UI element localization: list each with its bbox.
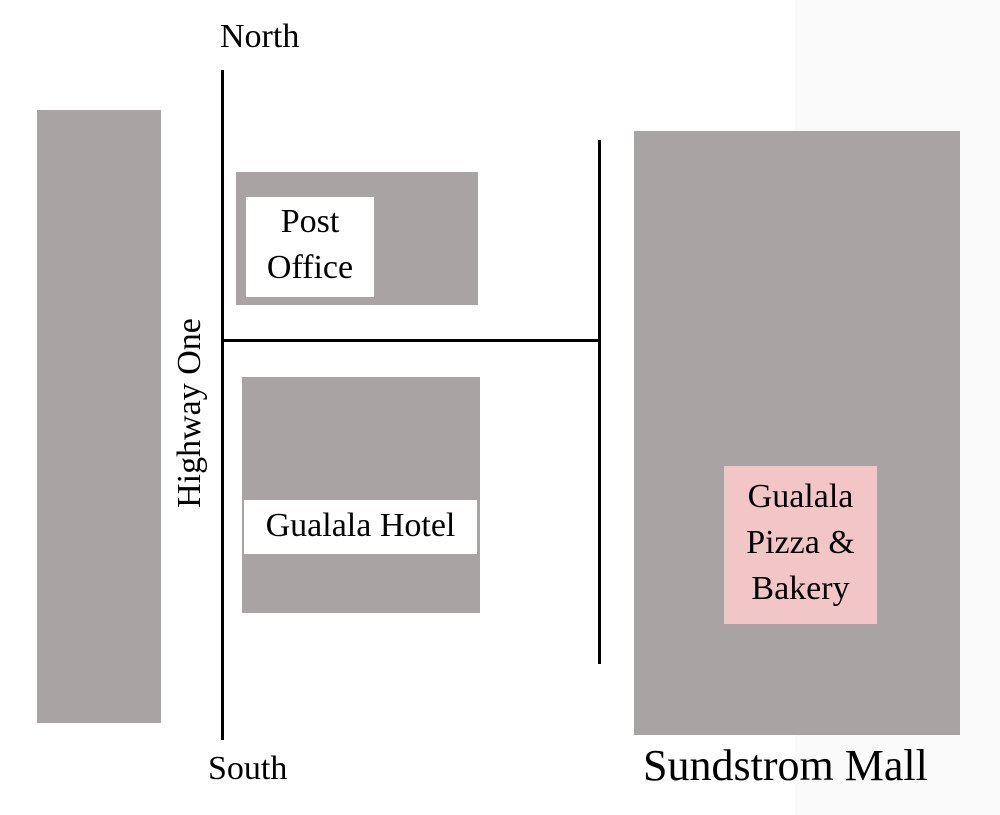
mall-block [634,131,960,735]
pizza-bakery-label: Gualala Pizza & Bakery [724,466,877,624]
post-office-label-line2: Office [266,249,354,286]
south-label: South [208,750,288,787]
hotel-label-text: Gualala Hotel [265,507,456,544]
hotel-label: Gualala Hotel [244,500,477,554]
pizza-bakery-line3: Bakery [751,570,850,607]
west-block [37,110,161,723]
north-label: North [220,18,300,55]
post-office-label-line1: Post [280,203,340,240]
highway-one-line [221,70,224,740]
cross-street-line [222,339,601,342]
mall-label: Sundstrom Mall [643,741,928,790]
highway-one-label: Highway One [171,318,208,508]
pizza-bakery-line1: Gualala [747,478,854,515]
east-road-line [598,140,601,664]
pizza-bakery-line2: Pizza & [746,524,855,561]
post-office-label: Post Office [246,197,374,297]
hotel-block [242,377,480,613]
